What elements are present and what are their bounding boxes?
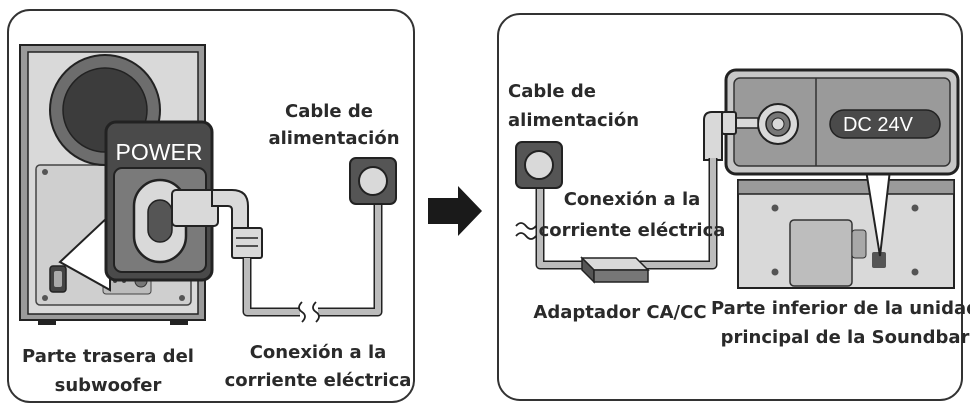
soundbar-underside: [737, 179, 955, 289]
power-callout-label: POWER: [116, 139, 203, 165]
adapter-label: Adaptador CA/CC: [533, 302, 706, 323]
left-cable-label-1: Cable de: [285, 101, 373, 122]
power-callout: [104, 120, 214, 282]
right-caption-1: Parte inferior de la unidad: [711, 298, 970, 319]
right-caption-2: principal de la Soundbar: [721, 327, 970, 348]
ac-symbol-icon: [515, 222, 537, 240]
right-arrow-icon: [428, 186, 482, 236]
right-connection-label-1: Conexión a la: [564, 189, 701, 210]
left-caption-2: subwoofer: [55, 375, 162, 396]
left-connection-label-2: corriente eléctrica: [225, 370, 412, 391]
left-caption-1: Parte trasera del: [22, 346, 194, 367]
right-cable-label-2: alimentación: [508, 110, 639, 131]
adapter-icon: [580, 256, 650, 284]
wall-outlet-icon: [349, 157, 397, 205]
dc-badge-label: DC 24V: [843, 114, 914, 136]
left-cable-label-2: alimentación: [268, 128, 399, 149]
dc-badge: [829, 109, 941, 139]
cable-break-icon: [298, 301, 320, 323]
left-connection-label-1: Conexión a la: [250, 342, 387, 363]
right-connection-label-2: corriente eléctrica: [539, 220, 726, 241]
power-plug-icon: [171, 189, 263, 259]
right-cable-label-1: Cable de: [508, 81, 596, 102]
wall-outlet-right-icon: [515, 141, 563, 189]
